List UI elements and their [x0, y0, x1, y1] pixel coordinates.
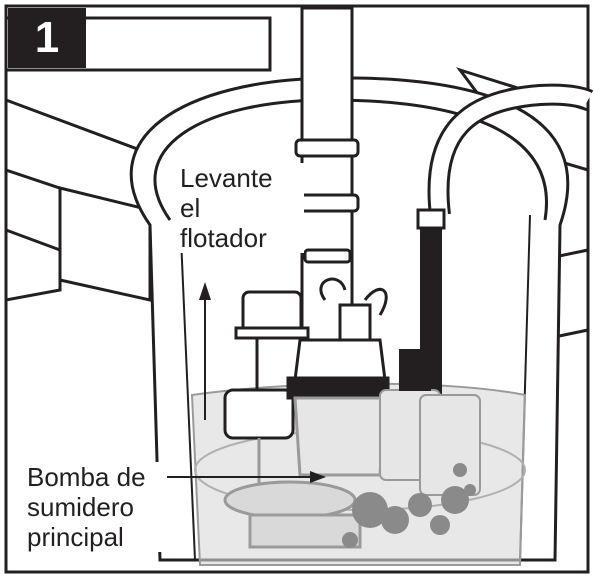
lift-float-label: Levante el flotador [178, 163, 304, 253]
lift-float-label-line-1: Levante [180, 163, 273, 193]
main-pump-label-line-3: principal [27, 522, 124, 552]
main-pump [223, 277, 390, 549]
step-number-badge: 1 [8, 8, 86, 68]
main-pump-label: Bomba de sumidero principal [25, 462, 167, 552]
arrow-up-icon [199, 282, 211, 420]
float-switch [223, 290, 310, 500]
main-pump-label-line-1: Bomba de [27, 462, 146, 492]
main-pump-label-line-2: sumidero [27, 492, 134, 522]
lift-float-label-line-2: el [180, 193, 201, 223]
lift-float-label-line-3: flotador [180, 223, 267, 253]
debris [342, 463, 476, 548]
arrow-right-icon [158, 471, 326, 483]
